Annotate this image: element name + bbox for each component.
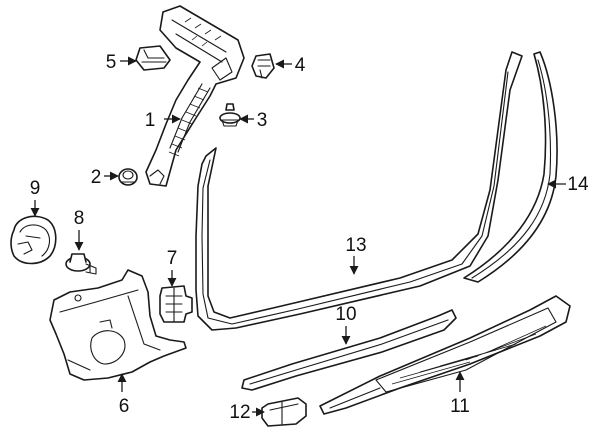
- callout-9: 9: [30, 178, 41, 217]
- part-1-pillar-trim: [145, 5, 245, 187]
- svg-text:10: 10: [335, 304, 356, 325]
- part-12-clip-block: [261, 397, 307, 427]
- callout-6: 6: [117, 373, 130, 417]
- svg-text:9: 9: [30, 178, 41, 199]
- part-11-scuff-plate: [319, 295, 571, 415]
- svg-text:5: 5: [106, 52, 117, 73]
- svg-text:4: 4: [295, 55, 306, 76]
- part-13-door-seal: [195, 51, 523, 331]
- svg-text:13: 13: [345, 235, 366, 256]
- callout-10: 10: [335, 304, 357, 345]
- callout-7: 7: [167, 248, 178, 287]
- part-2-grommet: [118, 168, 138, 186]
- part-6-lower-trim: [49, 269, 187, 381]
- part-7-clip: [159, 285, 193, 323]
- part-9-cover: [10, 215, 57, 265]
- callout-8: 8: [74, 208, 85, 251]
- svg-text:1: 1: [145, 110, 156, 131]
- svg-text:11: 11: [450, 396, 470, 417]
- svg-text:7: 7: [167, 248, 178, 269]
- part-3-push-pin: [219, 103, 241, 127]
- svg-text:14: 14: [567, 174, 589, 195]
- callout-14: 14: [547, 174, 589, 195]
- svg-text:3: 3: [257, 110, 268, 131]
- svg-text:6: 6: [119, 396, 130, 417]
- svg-text:12: 12: [229, 402, 250, 423]
- part-14-weatherstrip: [463, 51, 558, 283]
- callout-3: 3: [239, 110, 268, 131]
- svg-text:8: 8: [74, 208, 85, 229]
- callout-4: 4: [275, 55, 306, 76]
- svg-text:2: 2: [91, 167, 102, 188]
- part-8-bolt: [65, 253, 97, 275]
- part-5-clip: [135, 45, 171, 71]
- callout-12: 12: [229, 402, 265, 423]
- part-10-sill-strip: [241, 309, 457, 391]
- callout-13: 13: [345, 235, 367, 275]
- callout-2: 2: [91, 167, 119, 188]
- callout-5: 5: [106, 52, 137, 73]
- part-4-retainer: [251, 53, 275, 79]
- callout-11: 11: [450, 371, 470, 417]
- callout-1: 1: [145, 110, 181, 131]
